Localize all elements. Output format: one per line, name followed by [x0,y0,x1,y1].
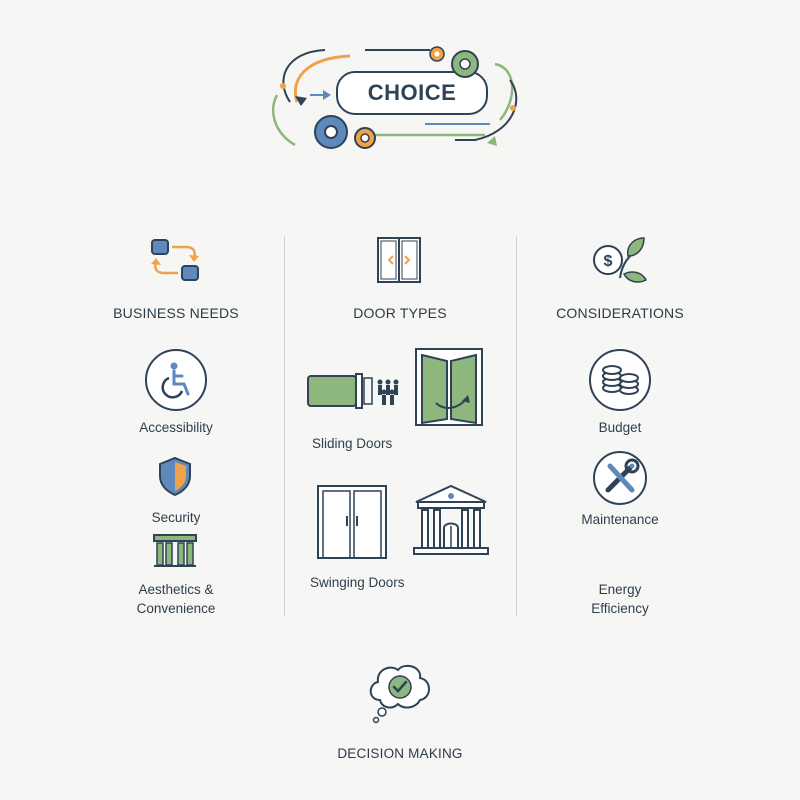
tools-icon [592,450,648,506]
sliding-doors-label: Sliding Doors [312,436,393,451]
energy-efficiency-label: Energy Efficiency [591,582,649,616]
considerations-heading: CONSIDERATIONS [556,305,684,321]
wheelchair-icon [144,348,208,412]
shield-icon [158,456,192,497]
business-needs-heading: BUSINESS NEEDS [113,305,239,321]
sliding-door-icon [306,372,406,412]
coins-icon [588,348,652,412]
swinging-door-icon [316,484,388,560]
business-needs-icon [150,236,202,288]
maintenance-label: Maintenance [581,512,659,527]
decision-making-label: DECISION MAKING [337,746,463,761]
accessibility-label: Accessibility [139,420,213,435]
aesthetics-convenience-label: Aesthetics & Convenience [136,582,216,616]
column-divider-right [516,236,517,616]
column-divider-left [284,236,285,616]
thought-bubble-check-icon [364,660,436,726]
choice-title: CHOICE [367,80,457,105]
choice-cycle-graphic [255,40,545,160]
budget-label: Budget [598,420,642,435]
storefront-icon [152,533,198,569]
building-icon [410,482,492,560]
door-types-heading: DOOR TYPES [353,305,447,321]
security-label: Security [151,510,201,525]
svg-text:$: $ [604,253,613,270]
swinging-doors-label: Swinging Doors [310,575,405,590]
revolving-door-icon [414,347,484,427]
door-types-icon [376,236,422,284]
money-plant-icon: $ [592,234,648,288]
